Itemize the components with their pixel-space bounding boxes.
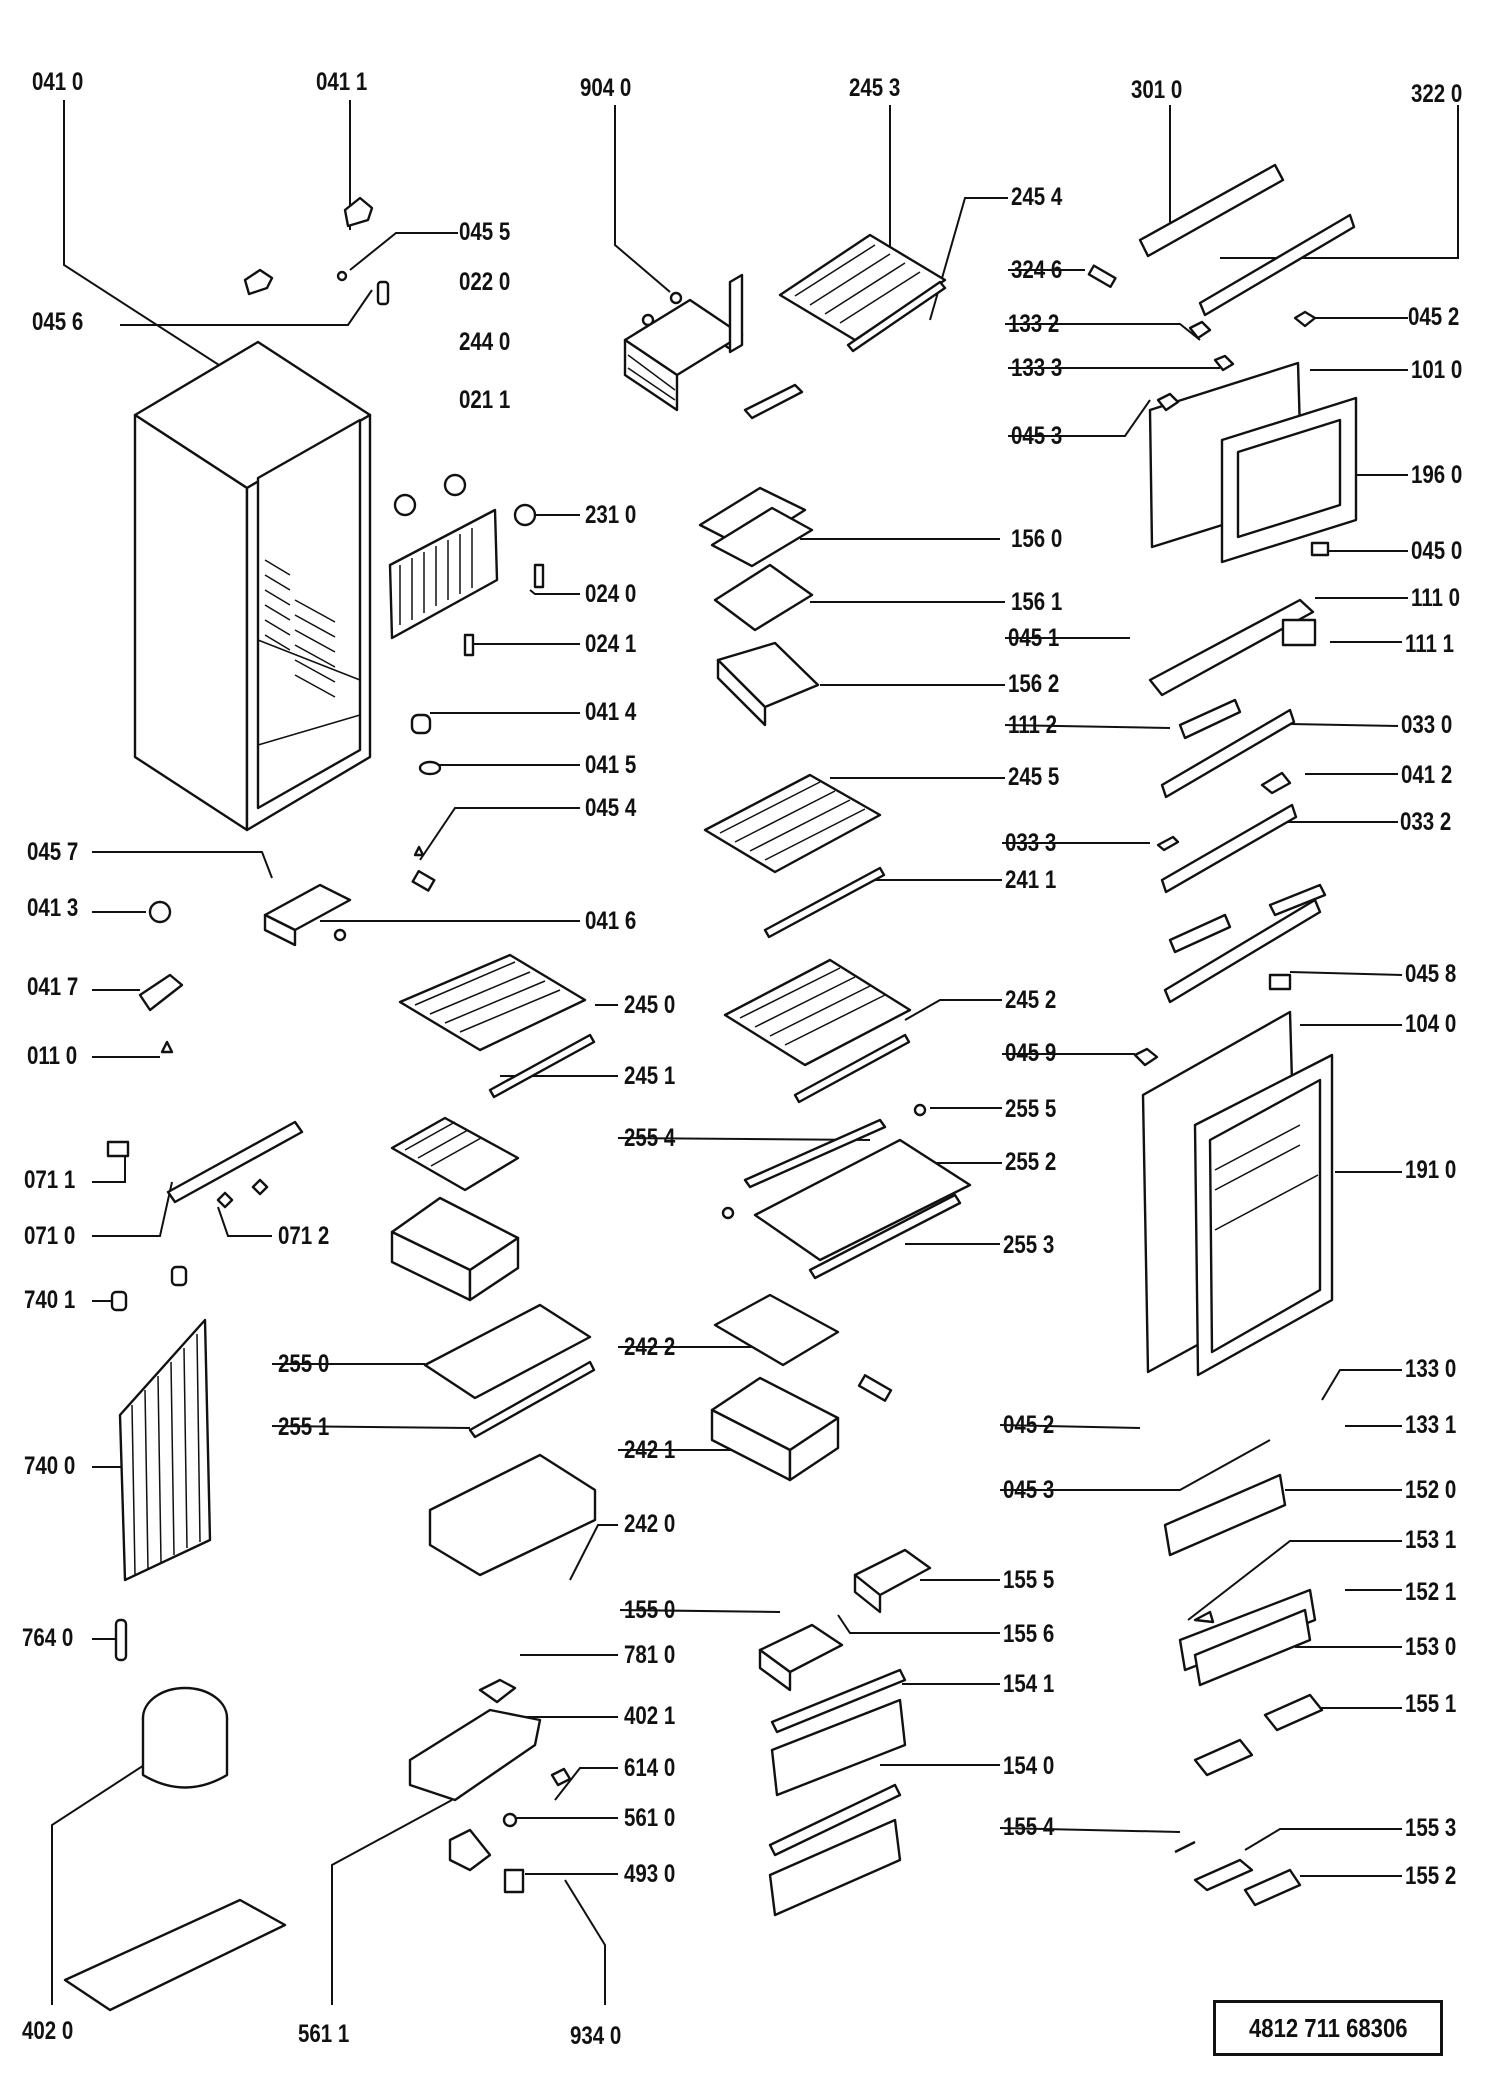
- part-label-1554[interactable]: 155 4: [1003, 1813, 1055, 1841]
- part-label-0458[interactable]: 045 8: [1405, 960, 1457, 988]
- part-label-7810[interactable]: 781 0: [624, 1641, 676, 1669]
- part-label-2551[interactable]: 255 1: [278, 1413, 330, 1441]
- part-label-0455[interactable]: 045 5: [459, 218, 511, 246]
- part-label-1010[interactable]: 101 0: [1411, 356, 1463, 384]
- part-label-0241[interactable]: 024 1: [585, 630, 637, 658]
- part-label-0333[interactable]: 033 3: [1005, 829, 1057, 857]
- part-label-1561[interactable]: 156 1: [1011, 588, 1063, 616]
- part-label-1520[interactable]: 152 0: [1405, 1476, 1457, 1504]
- part-label-0711[interactable]: 071 1: [24, 1166, 76, 1194]
- part-label-7640[interactable]: 764 0: [22, 1624, 74, 1652]
- part-label-1330[interactable]: 133 0: [1405, 1355, 1457, 1383]
- part-label-1550[interactable]: 155 0: [624, 1596, 676, 1624]
- part-label-1332[interactable]: 133 2: [1008, 310, 1060, 338]
- part-label-0332[interactable]: 033 2: [1400, 808, 1452, 836]
- part-label-0411[interactable]: 041 1: [316, 68, 368, 96]
- part-label-2421[interactable]: 242 1: [624, 1436, 676, 1464]
- part-label-2454[interactable]: 245 4: [1011, 183, 1063, 211]
- part-label-5611[interactable]: 561 1: [298, 2020, 350, 2048]
- part-label-0452[interactable]: 045 2: [1003, 1411, 1055, 1439]
- part-label-0413[interactable]: 041 3: [27, 894, 79, 922]
- part-label-9340[interactable]: 934 0: [570, 2022, 622, 2050]
- part-label-2450[interactable]: 245 0: [624, 991, 676, 1019]
- part-label-2453[interactable]: 245 3: [849, 74, 901, 102]
- part-label-1560[interactable]: 156 0: [1011, 525, 1063, 553]
- part-label-1531[interactable]: 153 1: [1405, 1526, 1457, 1554]
- part-label-1960[interactable]: 196 0: [1411, 461, 1463, 489]
- part-label-0110[interactable]: 011 0: [27, 1042, 78, 1070]
- part-label-0330[interactable]: 033 0: [1401, 711, 1453, 739]
- part-label-0452[interactable]: 045 2: [1408, 303, 1460, 331]
- part-label-0451[interactable]: 045 1: [1008, 624, 1060, 652]
- part-label-0712[interactable]: 071 2: [278, 1222, 330, 1250]
- part-label-2451[interactable]: 245 1: [624, 1062, 676, 1090]
- part-label-1555[interactable]: 155 5: [1003, 1566, 1055, 1594]
- part-label-0457[interactable]: 045 7: [27, 838, 79, 866]
- part-label-1112[interactable]: 111 2: [1008, 711, 1058, 739]
- part-label-0220[interactable]: 022 0: [459, 268, 511, 296]
- part-label-0211[interactable]: 021 1: [459, 386, 511, 414]
- part-label-0459[interactable]: 045 9: [1005, 1039, 1057, 1067]
- part-label-1551[interactable]: 155 1: [1405, 1690, 1457, 1718]
- part-label-3246[interactable]: 324 6: [1011, 256, 1063, 284]
- part-label-0456[interactable]: 045 6: [32, 308, 84, 336]
- part-label-2553[interactable]: 255 3: [1003, 1231, 1055, 1259]
- part-label-2552[interactable]: 255 2: [1005, 1148, 1057, 1176]
- part-label-4021[interactable]: 402 1: [624, 1702, 676, 1730]
- part-label-0410[interactable]: 041 0: [32, 68, 84, 96]
- part-label-0450[interactable]: 045 0: [1411, 537, 1463, 565]
- part-label-2452[interactable]: 245 2: [1005, 986, 1057, 1014]
- part-label-0416[interactable]: 041 6: [585, 907, 637, 935]
- part-label-0453[interactable]: 045 3: [1011, 422, 1063, 450]
- leader-lines: [51, 100, 1459, 2005]
- part-label-1110[interactable]: 111 0: [1411, 584, 1461, 612]
- part-label-0414[interactable]: 041 4: [585, 698, 637, 726]
- part-label-1556[interactable]: 155 6: [1003, 1620, 1055, 1648]
- part-label-3010[interactable]: 301 0: [1131, 76, 1183, 104]
- part-label-6140[interactable]: 614 0: [624, 1754, 676, 1782]
- part-label-2411[interactable]: 241 1: [1005, 866, 1057, 894]
- part-label-2440[interactable]: 244 0: [459, 328, 511, 356]
- part-label-0710[interactable]: 071 0: [24, 1222, 76, 1250]
- part-label-2422[interactable]: 242 2: [624, 1333, 676, 1361]
- part-label-1541[interactable]: 154 1: [1003, 1670, 1055, 1698]
- part-label-1530[interactable]: 153 0: [1405, 1633, 1457, 1661]
- part-label-2554[interactable]: 255 4: [624, 1124, 676, 1152]
- part-label-5610[interactable]: 561 0: [624, 1804, 676, 1832]
- part-label-0417[interactable]: 041 7: [27, 973, 79, 1001]
- part-shapes: [63, 163, 1358, 2012]
- part-label-0453[interactable]: 045 3: [1003, 1476, 1055, 1504]
- cabinet-0240-body: [133, 340, 372, 832]
- part-label-1111[interactable]: 111 1: [1405, 630, 1455, 658]
- part-label-0454[interactable]: 045 4: [585, 794, 637, 822]
- part-label-1540[interactable]: 154 0: [1003, 1752, 1055, 1780]
- document-number-box: 4812 711 68306: [1213, 2000, 1443, 2056]
- part-label-1910[interactable]: 191 0: [1405, 1156, 1457, 1184]
- part-label-2310[interactable]: 231 0: [585, 501, 637, 529]
- part-label-3220[interactable]: 322 0: [1411, 80, 1463, 108]
- part-label-7400[interactable]: 740 0: [24, 1452, 76, 1480]
- part-label-1562[interactable]: 156 2: [1008, 670, 1060, 698]
- part-label-7401[interactable]: 740 1: [24, 1286, 76, 1314]
- part-label-1553[interactable]: 155 3: [1405, 1814, 1457, 1842]
- part-label-0412[interactable]: 041 2: [1401, 761, 1453, 789]
- part-label-1331[interactable]: 133 1: [1405, 1411, 1457, 1439]
- part-label-1552[interactable]: 155 2: [1405, 1862, 1457, 1890]
- part-label-9040[interactable]: 904 0: [580, 74, 632, 102]
- part-label-0415[interactable]: 041 5: [585, 751, 637, 779]
- part-label-2420[interactable]: 242 0: [624, 1510, 676, 1538]
- part-label-1040[interactable]: 104 0: [1405, 1010, 1457, 1038]
- part-label-4930[interactable]: 493 0: [624, 1860, 676, 1888]
- part-label-2555[interactable]: 255 5: [1005, 1095, 1057, 1123]
- part-label-2550[interactable]: 255 0: [278, 1350, 330, 1378]
- part-label-4020[interactable]: 402 0: [22, 2017, 74, 2045]
- document-number: 4812 711 68306: [1248, 2012, 1408, 2043]
- part-label-1333[interactable]: 133 3: [1011, 354, 1063, 382]
- part-label-0240[interactable]: 024 0: [585, 580, 637, 608]
- part-label-1521[interactable]: 152 1: [1405, 1578, 1457, 1606]
- part-label-2455[interactable]: 245 5: [1008, 763, 1060, 791]
